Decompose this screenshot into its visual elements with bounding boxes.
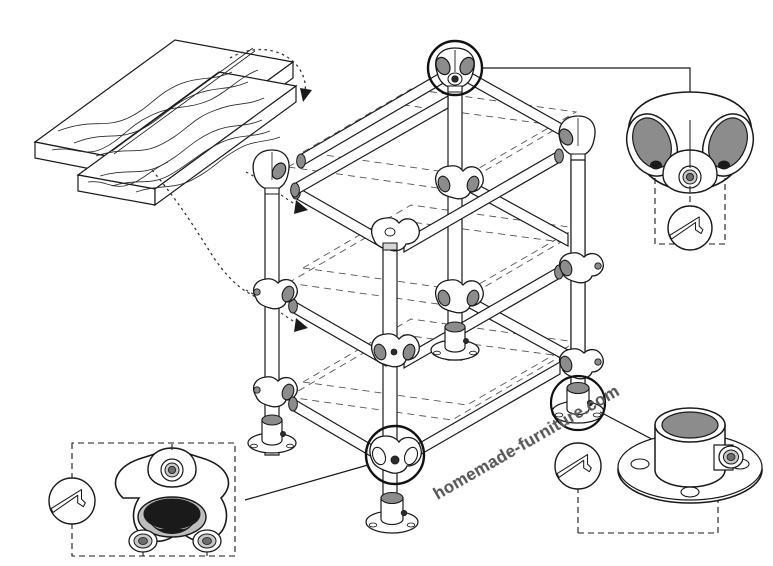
detail-corner-elbow: [625, 78, 755, 251]
foot-flange-rear-center: [430, 321, 480, 361]
fitting-bottom-center: [369, 435, 422, 474]
fitting-tee-rear-center-lower: [435, 279, 484, 314]
rails-rear: [296, 64, 453, 169]
fitting-tee-left-lower: [252, 376, 298, 408]
leg-front-left: [264, 174, 280, 456]
foot-flange-front-right: [551, 381, 605, 424]
fitting-top-corner: [435, 47, 475, 93]
allen-key-circle-bottom-right: [554, 442, 602, 490]
allen-key-circle-top-right: [667, 205, 713, 251]
foot-flange-front-center: [365, 491, 419, 534]
foot-flange-front-left: [247, 414, 297, 454]
callout-circle-front-right-foot: [549, 374, 607, 432]
detail-three-way-tee: [48, 442, 236, 557]
fitting-tee-right-upper: [558, 252, 604, 284]
assembly-direction-arrows: [151, 48, 312, 332]
callout-circle-bottom-center: [364, 424, 426, 486]
detail-floor-flange: [554, 407, 763, 534]
fitting-elbow-front-left: [252, 149, 290, 195]
rail-level2-left: [288, 298, 387, 368]
fitting-tee-left-upper: [252, 278, 298, 310]
fitting-tee-right-lower: [558, 348, 604, 380]
fitting-tee-center-lower: [371, 333, 420, 368]
fitting-tee-center-upper: [371, 217, 420, 252]
shelf-board-top: [33, 39, 298, 207]
fitting-elbow-rear-right: [558, 115, 596, 161]
fitting-tee-rear-center-upper: [435, 165, 484, 200]
allen-key-circle-bottom-left: [48, 477, 96, 525]
rails-upper-front: [290, 94, 449, 198]
